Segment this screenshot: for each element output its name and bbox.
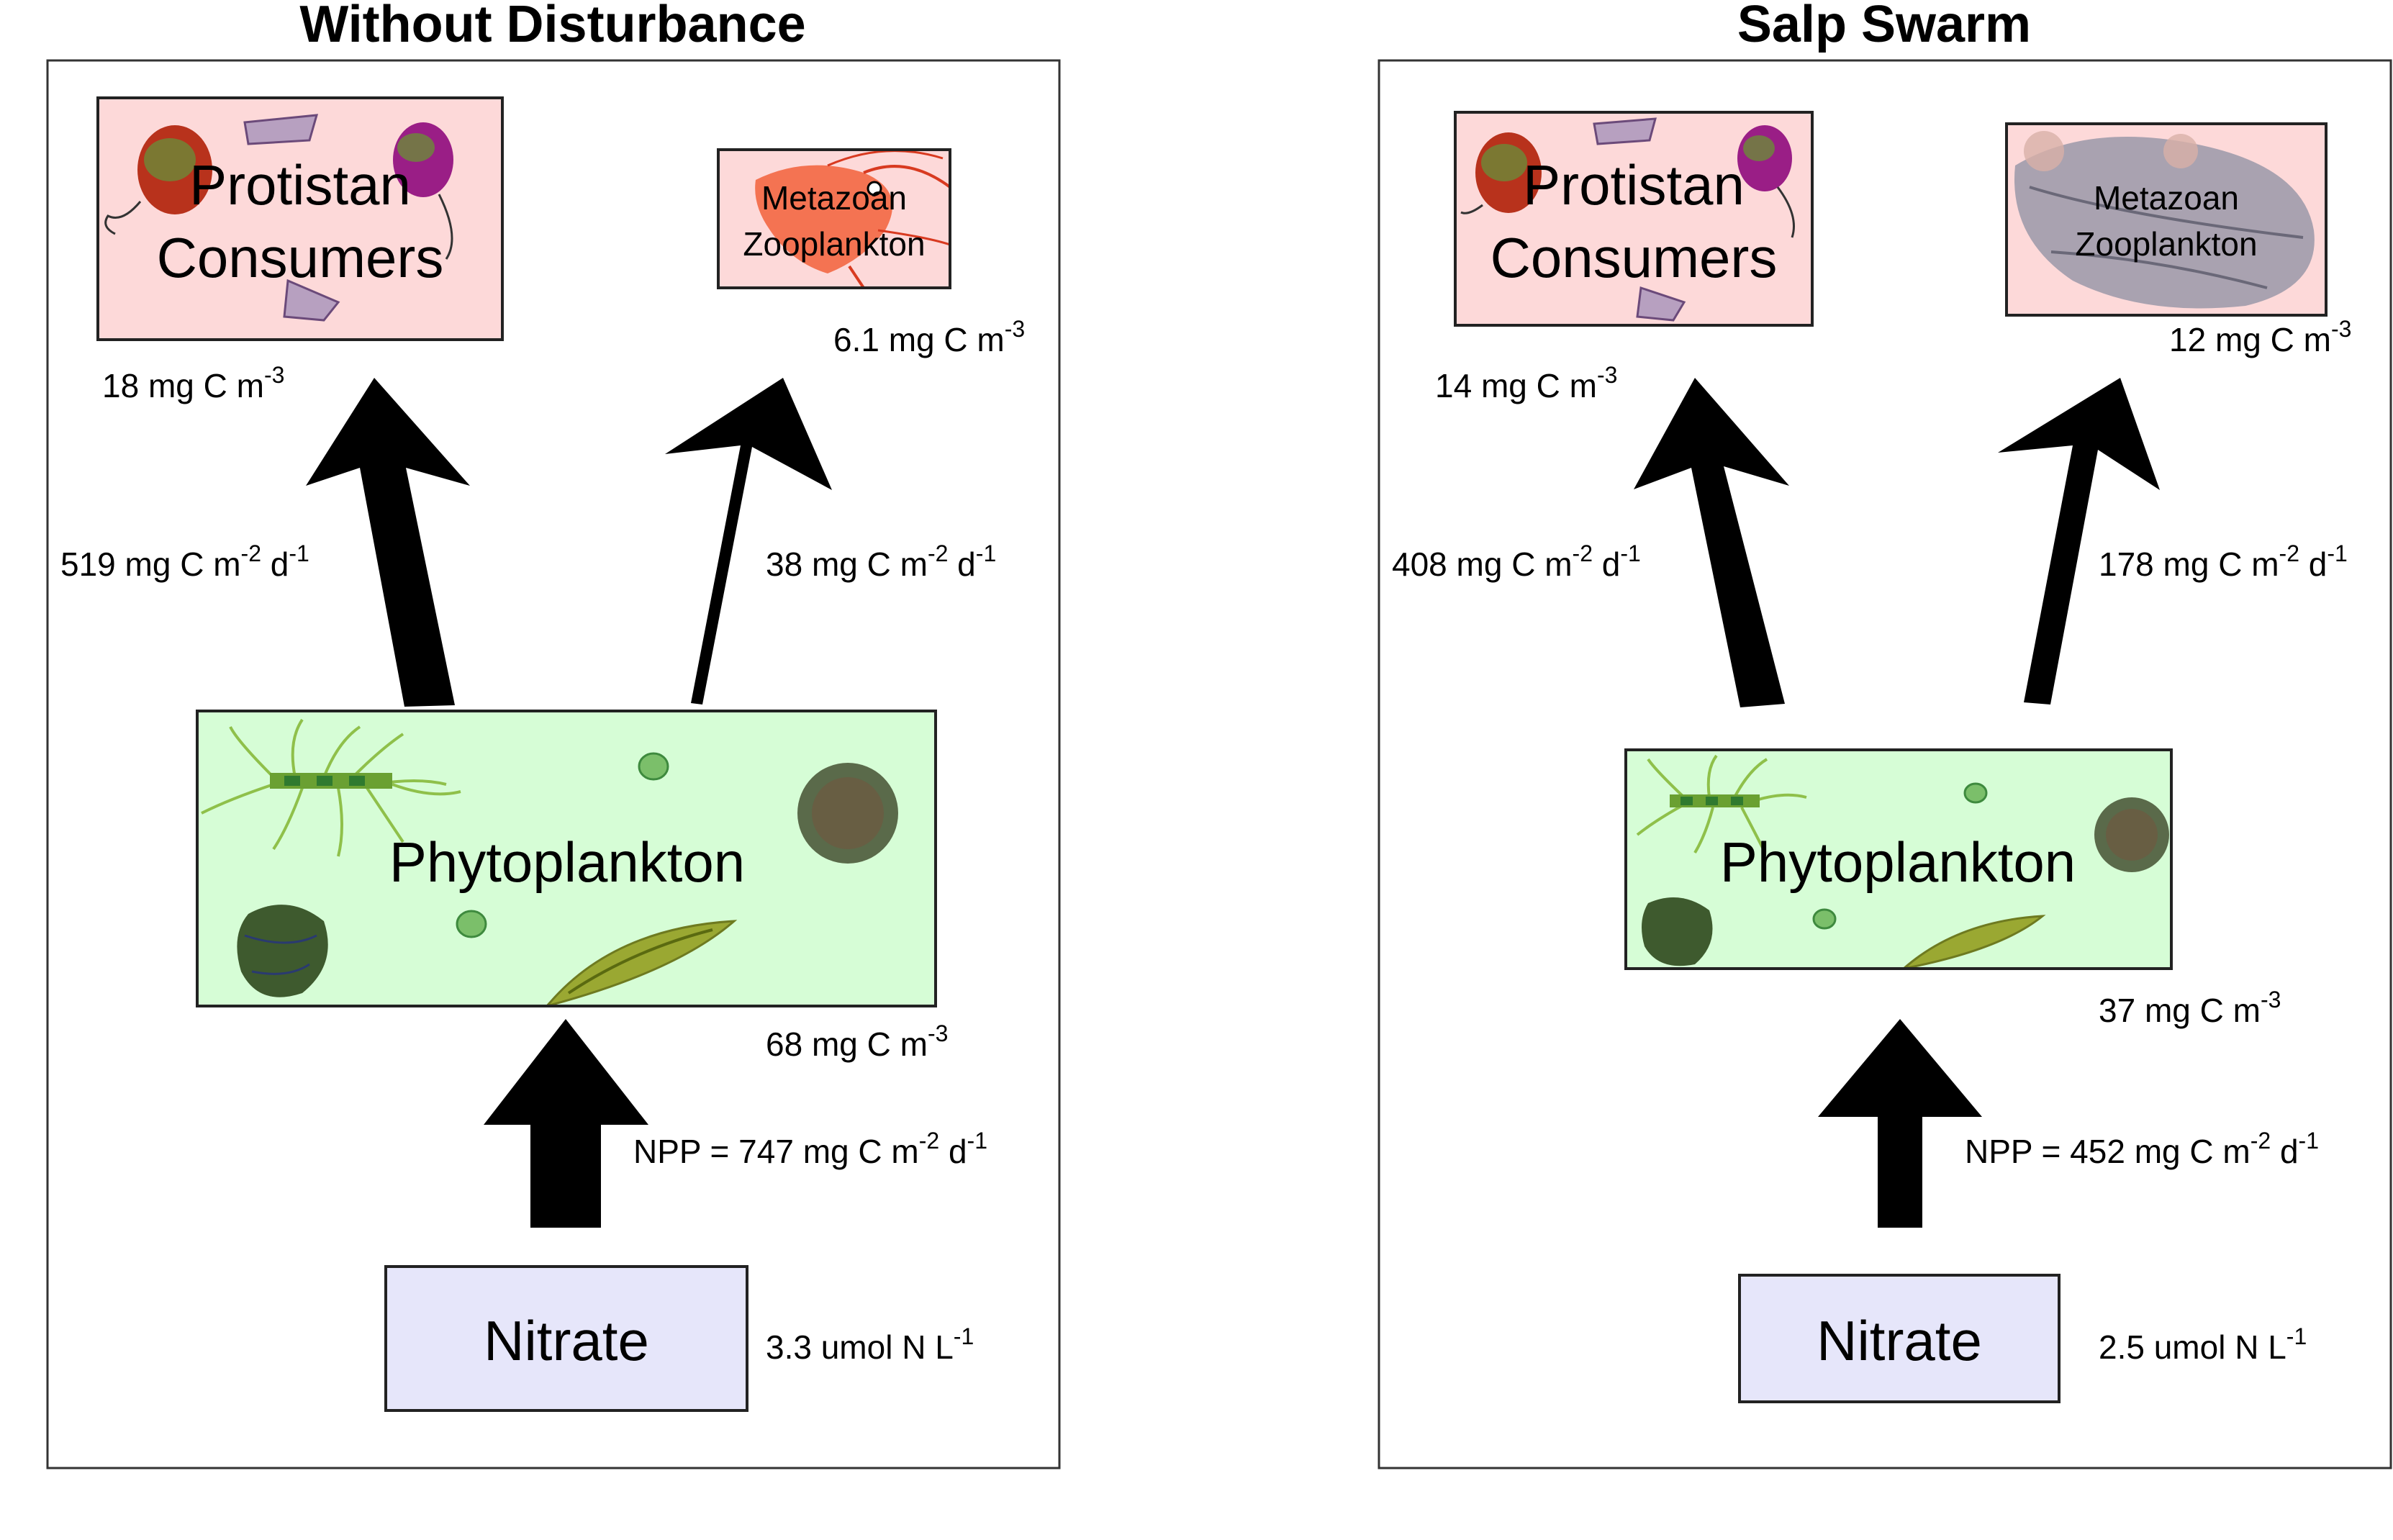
nitrate-concentration: 3.3 umol N L-1 [766, 1323, 974, 1366]
protist-cells-icon [104, 114, 453, 322]
nitrate-label: Nitrate [484, 1309, 649, 1372]
protistan-consumers-box: Protistan Consumers [1454, 111, 1814, 327]
protistan-label-line1: Protistan [1523, 153, 1745, 217]
phytoplankton-biomass: 68 mg C m-3 [766, 1020, 948, 1063]
phytoplankton-label: Phytoplankton [1720, 830, 2076, 894]
protistan-label-line1: Protistan [189, 153, 411, 217]
protistan-biomass: 18 mg C m-3 [102, 362, 284, 404]
nitrate-box-bg [384, 1265, 748, 1412]
panel-title: Salp Swarm [1737, 0, 2031, 53]
arrow-phyto-to-protistan [1634, 378, 1789, 707]
panel-without-disturbance: Without Disturbance Protistan Consumers … [46, 0, 1061, 1469]
npp-label: NPP = 452 mg C m-2 d-1 [1965, 1128, 2319, 1170]
phytoplankton-box-border [196, 710, 937, 1007]
nitrate-box: Nitrate [1738, 1274, 2060, 1403]
phytoplankton-biomass: 37 mg C m-3 [2099, 987, 2281, 1029]
arrow-phyto-to-metazoan [1998, 378, 2160, 705]
nitrate-box: Nitrate [384, 1265, 748, 1412]
panel-frame [1378, 59, 2392, 1469]
nitrate-concentration: 2.5 umol N L-1 [2099, 1323, 2307, 1366]
grazing-rate-metazoan: 38 mg C m-2 d-1 [766, 540, 996, 583]
salp-icon [2014, 131, 2315, 309]
grazing-rate-metazoan: 178 mg C m-2 d-1 [2099, 540, 2348, 583]
arrow-nitrate-to-phyto [1818, 1019, 1982, 1228]
metazoan-biomass: 6.1 mg C m-3 [833, 316, 1025, 358]
metazoan-box-border [717, 148, 951, 289]
phytoplankton-box: Phytoplankton [196, 710, 937, 1007]
arrow-nitrate-to-phyto [484, 1019, 648, 1228]
phytoplankton-box-bg [1626, 750, 2171, 969]
panel-title: Without Disturbance [299, 0, 805, 53]
shrimp-icon [755, 150, 950, 288]
protist-cells-icon [1460, 117, 1795, 322]
grazing-rate-protistan: 519 mg C m-2 d-1 [60, 540, 309, 583]
protistan-box-border [96, 96, 504, 341]
metazoan-biomass: 12 mg C m-3 [2169, 316, 2351, 358]
protistan-biomass: 14 mg C m-3 [1435, 362, 1617, 404]
metazoan-label-line1: Metazoan [2094, 179, 2239, 217]
protistan-label-line2: Consumers [157, 226, 444, 289]
metazoan-box-border [2005, 122, 2328, 317]
phytoplankton-box-border [1624, 748, 2173, 970]
arrow-phyto-to-metazoan [665, 378, 832, 705]
metazoan-label-line2: Zooplankton [2075, 225, 2257, 263]
metazoan-label-line1: Metazoan [761, 179, 907, 217]
protistan-consumers-box: Protistan Consumers [96, 96, 504, 341]
protistan-box-border [1454, 111, 1814, 327]
panel-salp-swarm: Salp Swarm Protistan Consumers 14 mg C m… [1378, 0, 2392, 1469]
protistan-label-line2: Consumers [1490, 226, 1778, 289]
phytoplankton-box: Phytoplankton [1624, 748, 2173, 970]
grazing-rate-protistan: 408 mg C m-2 d-1 [1392, 540, 1641, 583]
metazoan-zooplankton-box: Metazoan Zooplankton [717, 148, 951, 289]
nitrate-label: Nitrate [1817, 1309, 1982, 1372]
panel-frame [46, 59, 1061, 1469]
arrow-phyto-to-protistan [306, 378, 470, 707]
phytoplankton-label: Phytoplankton [389, 830, 745, 894]
phytoplankton-cells-icon [1636, 754, 2169, 969]
phytoplankton-cells-icon [201, 718, 898, 1006]
nitrate-box-bg [1738, 1274, 2060, 1403]
npp-label: NPP = 747 mg C m-2 d-1 [633, 1128, 987, 1170]
metazoan-label-line2: Zooplankton [743, 225, 925, 263]
metazoan-zooplankton-box: Metazoan Zooplankton [2005, 122, 2328, 317]
